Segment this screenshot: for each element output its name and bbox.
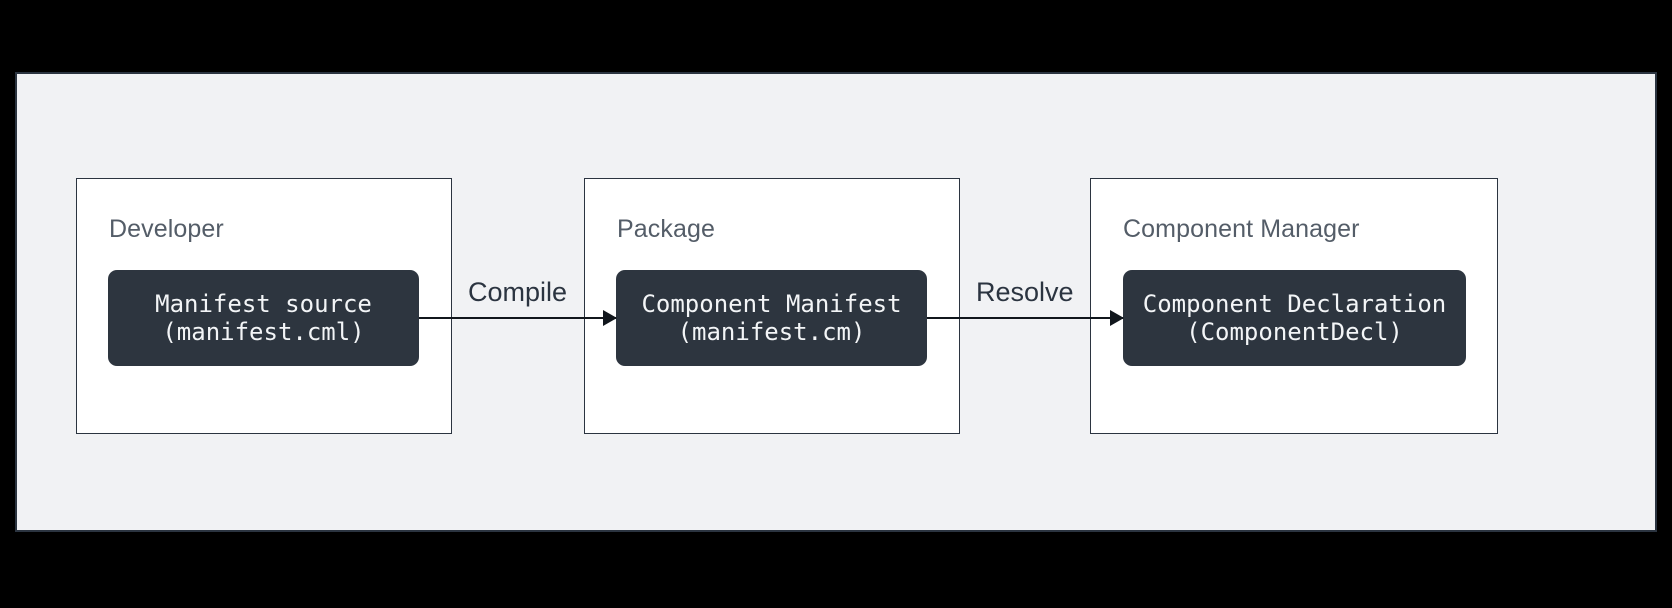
node-component-manifest-line1: Component Manifest	[641, 289, 902, 318]
node-manifest-source-line2: (manifest.cml)	[162, 318, 365, 346]
node-component-declaration-line1: Component Declaration	[1142, 289, 1447, 318]
edge-compile-arrowhead-icon	[603, 310, 617, 326]
group-label-developer: Developer	[109, 215, 224, 243]
node-component-declaration[interactable]: Component Declaration (ComponentDecl)	[1123, 270, 1466, 366]
node-component-declaration-line2: (ComponentDecl)	[1186, 318, 1403, 346]
node-manifest-source[interactable]: Manifest source (manifest.cml)	[108, 270, 419, 366]
edge-label-compile: Compile	[464, 277, 572, 308]
node-component-manifest-line2: (manifest.cm)	[677, 318, 866, 346]
edge-label-resolve: Resolve	[972, 277, 1078, 308]
diagram-canvas: Developer Package Component Manager Mani…	[15, 72, 1657, 532]
node-manifest-source-line1: Manifest source	[155, 289, 372, 318]
edge-resolve-line	[927, 317, 1123, 320]
node-component-manifest[interactable]: Component Manifest (manifest.cm)	[616, 270, 927, 366]
group-label-package: Package	[617, 215, 715, 243]
group-label-component-manager: Component Manager	[1123, 215, 1360, 243]
edge-resolve-arrowhead-icon	[1110, 310, 1124, 326]
edge-compile-line	[419, 317, 616, 320]
